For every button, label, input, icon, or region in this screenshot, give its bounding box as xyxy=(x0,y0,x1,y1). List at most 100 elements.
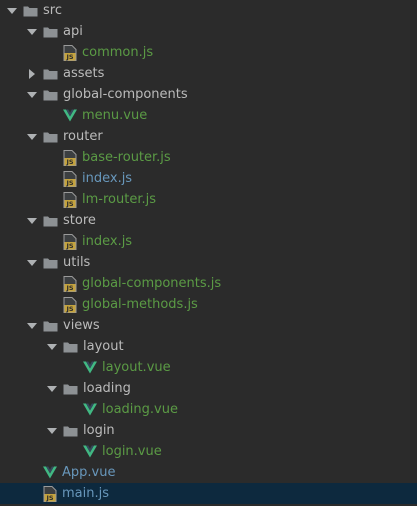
tree-folder-row[interactable]: store xyxy=(0,210,417,231)
folder-icon xyxy=(43,131,58,143)
tree-item-label: assets xyxy=(63,66,105,81)
vue-file-icon xyxy=(43,466,57,479)
tree-item-label: global-components xyxy=(63,87,188,102)
js-file-icon: JS xyxy=(63,275,77,292)
tree-arrow-spacer xyxy=(45,151,59,165)
tree-folder-row[interactable]: loading xyxy=(0,378,417,399)
tree-item-label: main.js xyxy=(62,486,109,501)
tree-item-label: loading xyxy=(83,381,131,396)
folder-icon xyxy=(63,341,78,353)
tree-item-label: login xyxy=(83,423,115,438)
svg-text:JS: JS xyxy=(65,158,73,166)
tree-file-row[interactable]: JS index.js xyxy=(0,168,417,189)
tree-item-label: index.js xyxy=(82,171,133,186)
tree-file-row[interactable]: JS index.js xyxy=(0,231,417,252)
chevron-down-icon[interactable] xyxy=(25,256,39,270)
chevron-down-icon[interactable] xyxy=(45,424,59,438)
tree-item-label: common.js xyxy=(82,45,154,60)
tree-arrow-spacer xyxy=(45,235,59,249)
tree-item-label: global-methods.js xyxy=(82,297,198,312)
tree-item-label: base-router.js xyxy=(82,150,171,165)
folder-icon xyxy=(23,5,38,17)
chevron-down-icon[interactable] xyxy=(5,4,19,18)
tree-item-label: login.vue xyxy=(102,444,162,459)
tree-folder-row[interactable]: api xyxy=(0,21,417,42)
tree-item-label: layout xyxy=(83,339,124,354)
chevron-down-icon[interactable] xyxy=(25,25,39,39)
tree-folder-row[interactable]: assets xyxy=(0,63,417,84)
chevron-down-icon[interactable] xyxy=(25,319,39,333)
chevron-right-icon[interactable] xyxy=(25,67,39,81)
tree-file-row[interactable]: JS global-components.js xyxy=(0,273,417,294)
tree-arrow-spacer xyxy=(25,487,39,501)
js-file-icon: JS xyxy=(63,233,77,250)
tree-folder-row[interactable]: src xyxy=(0,0,417,21)
tree-item-label: App.vue xyxy=(62,465,116,480)
svg-text:JS: JS xyxy=(65,53,73,61)
tree-file-row[interactable]: layout.vue xyxy=(0,357,417,378)
tree-folder-row[interactable]: router xyxy=(0,126,417,147)
folder-icon xyxy=(43,257,58,269)
tree-file-row[interactable]: loading.vue xyxy=(0,399,417,420)
tree-file-row[interactable]: JS main.js xyxy=(0,483,417,504)
folder-icon xyxy=(63,425,78,437)
tree-item-label: menu.vue xyxy=(82,108,148,123)
vue-file-icon xyxy=(63,109,77,122)
js-file-icon: JS xyxy=(63,149,77,166)
chevron-down-icon[interactable] xyxy=(25,214,39,228)
tree-item-label: loading.vue xyxy=(102,402,178,417)
tree-arrow-spacer xyxy=(65,445,79,459)
chevron-down-icon[interactable] xyxy=(45,382,59,396)
tree-arrow-spacer xyxy=(45,298,59,312)
vue-file-icon xyxy=(83,445,97,458)
tree-folder-row[interactable]: layout xyxy=(0,336,417,357)
tree-item-label: router xyxy=(63,129,103,144)
svg-text:JS: JS xyxy=(65,305,73,313)
tree-folder-row[interactable]: login xyxy=(0,420,417,441)
svg-text:JS: JS xyxy=(65,284,73,292)
tree-file-row[interactable]: JS base-router.js xyxy=(0,147,417,168)
tree-file-row[interactable]: JS global-methods.js xyxy=(0,294,417,315)
js-file-icon: JS xyxy=(63,170,77,187)
tree-item-label: api xyxy=(63,24,83,39)
js-file-icon: JS xyxy=(63,296,77,313)
tree-arrow-spacer xyxy=(65,361,79,375)
tree-file-row[interactable]: login.vue xyxy=(0,441,417,462)
tree-file-row[interactable]: JS lm-router.js xyxy=(0,189,417,210)
tree-arrow-spacer xyxy=(25,466,39,480)
folder-icon xyxy=(43,68,58,80)
tree-arrow-spacer xyxy=(45,277,59,291)
tree-item-label: views xyxy=(63,318,100,333)
chevron-down-icon[interactable] xyxy=(25,130,39,144)
tree-item-label: utils xyxy=(63,255,91,270)
tree-arrow-spacer xyxy=(65,403,79,417)
tree-arrow-spacer xyxy=(45,172,59,186)
tree-folder-row[interactable]: utils xyxy=(0,252,417,273)
folder-icon xyxy=(63,383,78,395)
vue-file-icon xyxy=(83,403,97,416)
tree-item-label: store xyxy=(63,213,96,228)
tree-item-label: lm-router.js xyxy=(82,192,156,207)
tree-file-row[interactable]: menu.vue xyxy=(0,105,417,126)
tree-arrow-spacer xyxy=(45,109,59,123)
chevron-down-icon[interactable] xyxy=(45,340,59,354)
tree-arrow-spacer xyxy=(45,46,59,60)
js-file-icon: JS xyxy=(63,191,77,208)
tree-file-row[interactable]: App.vue xyxy=(0,462,417,483)
folder-icon xyxy=(43,215,58,227)
tree-folder-row[interactable]: views xyxy=(0,315,417,336)
tree-folder-row[interactable]: global-components xyxy=(0,84,417,105)
js-file-icon: JS xyxy=(63,44,77,61)
svg-text:JS: JS xyxy=(45,494,53,502)
folder-icon xyxy=(43,89,58,101)
tree-item-label: global-components.js xyxy=(82,276,222,291)
folder-icon xyxy=(43,320,58,332)
tree-item-label: layout.vue xyxy=(102,360,171,375)
tree-item-label: src xyxy=(43,3,62,18)
chevron-down-icon[interactable] xyxy=(25,88,39,102)
folder-icon xyxy=(43,26,58,38)
tree-file-row[interactable]: JS common.js xyxy=(0,42,417,63)
vue-file-icon xyxy=(83,361,97,374)
tree-item-label: index.js xyxy=(82,234,133,249)
